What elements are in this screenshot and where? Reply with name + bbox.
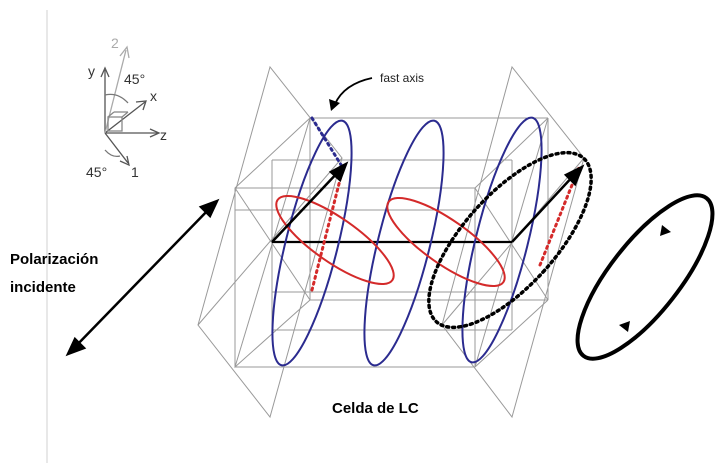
output-polarization-ellipse [575, 193, 715, 361]
fast-axis-label: fast axis [380, 71, 424, 85]
axis-label-z: z [160, 127, 167, 143]
red-wave [275, 194, 506, 288]
axis-label-y: y [88, 63, 95, 79]
axis-label-2: 2 [111, 35, 119, 51]
blue-wave [271, 116, 543, 367]
angle-label-bottom: 45° [86, 164, 107, 180]
incident-label-line1: Polarización [10, 251, 98, 268]
blue-component-left [310, 116, 345, 170]
output-arrowhead-top [660, 225, 671, 236]
output-arrowhead-bottom [619, 321, 630, 332]
field-vectors [271, 161, 585, 243]
incident-polarization-arrow [65, 198, 220, 357]
fast-axis-arrowhead [329, 99, 340, 111]
red-component-left [310, 166, 345, 292]
cell-label: Celda de LC [332, 400, 419, 417]
axis-gizmo [100, 45, 161, 167]
axis-label-x: x [150, 88, 157, 104]
axis-label-1: 1 [131, 164, 139, 180]
output-ellipse-dotted [427, 150, 593, 330]
angle-label-top: 45° [124, 71, 145, 87]
fast-axis-arrow [334, 77, 373, 105]
incident-label-line2: incidente [10, 279, 76, 296]
